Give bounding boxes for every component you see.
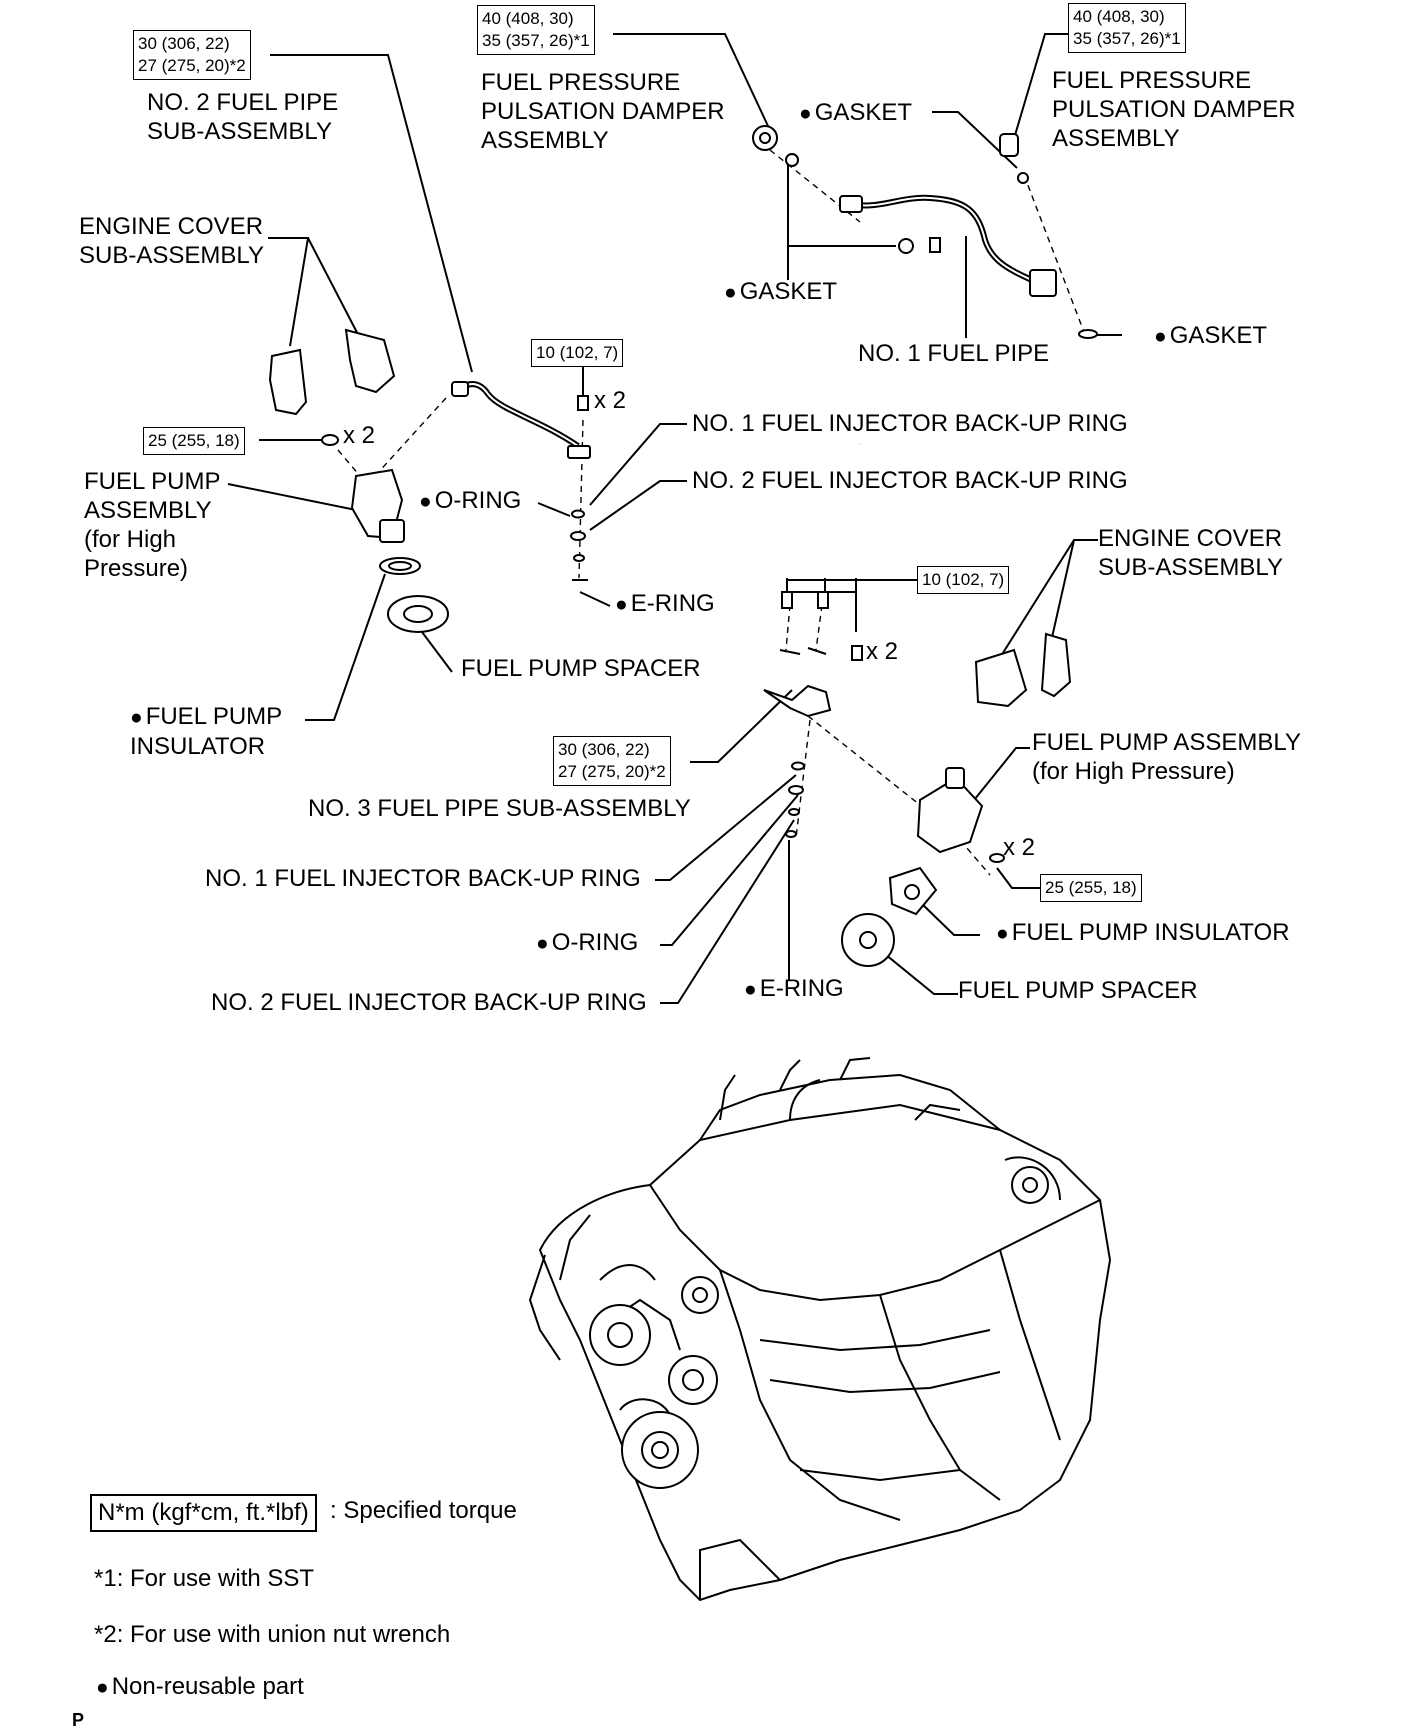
label-no2-backup-ring-bottom: NO. 2 FUEL INJECTOR BACK-UP RING [211, 989, 647, 1016]
fuel-pump-insulator-left-text: FUEL PUMP INSULATOR [130, 703, 283, 760]
label-engine-cover-right: ENGINE COVER SUB-ASSEMBLY [1098, 525, 1283, 581]
label-no2-fuel-pipe: NO. 2 FUEL PIPE SUB-ASSEMBLY [147, 89, 339, 145]
torque-value-2: 35 (357, 26)*1 [1073, 29, 1181, 48]
legend-torque-box: N*m (kgf*cm, ft.*lbf) [90, 1494, 317, 1532]
label-no1-backup-ring-bottom: NO. 1 FUEL INJECTOR BACK-UP RING [205, 865, 641, 892]
o-ring-top-text: O-RING [434, 487, 522, 514]
label-x2-bolt-right: x 2 [866, 638, 899, 665]
label-x2-bolt-top: x 2 [594, 387, 627, 414]
label-gasket-right: GASKET [1154, 321, 1267, 351]
torque-spec-bolt-left: 10 (102, 7) [531, 339, 624, 367]
label-e-ring-top: E-RING [615, 589, 715, 619]
label-engine-cover-left: ENGINE COVER SUB-ASSEMBLY [79, 213, 264, 269]
torque-spec-damper-left: 40 (408, 30) 35 (357, 26)*1 [477, 5, 595, 55]
torque-spec-nut-right: 25 (255, 18) [1040, 874, 1142, 902]
page-code: P [72, 1710, 85, 1730]
label-damper-left: FUEL PRESSURE PULSATION DAMPER ASSEMBLY [481, 69, 725, 154]
label-no1-backup-ring-top: NO. 1 FUEL INJECTOR BACK-UP RING [692, 410, 1128, 437]
label-o-ring-top: O-RING [419, 486, 522, 516]
torque-spec-no2-fuel-pipe: 30 (306, 22) 27 (275, 20)*2 [133, 30, 251, 80]
non-reusable-text: Non-reusable part [111, 1673, 304, 1700]
torque-spec-bolt-right: 10 (102, 7) [917, 566, 1010, 594]
torque-value-1: 40 (408, 30) [1073, 7, 1165, 26]
gasket-mid-text: GASKET [739, 278, 838, 305]
torque-value-2: 27 (275, 20)*2 [558, 762, 666, 781]
label-x2-nut-right: x 2 [1003, 834, 1036, 861]
torque-value-2: 27 (275, 20)*2 [138, 56, 246, 75]
label-fuel-pump-spacer-right: FUEL PUMP SPACER [958, 977, 1198, 1004]
label-damper-right: FUEL PRESSURE PULSATION DAMPER ASSEMBLY [1052, 67, 1296, 152]
fuel-pump-insulator-right-text: FUEL PUMP INSULATOR [1011, 919, 1290, 946]
legend-non-reusable: Non-reusable part [96, 1672, 304, 1703]
label-no3-fuel-pipe: NO. 3 FUEL PIPE SUB-ASSEMBLY [308, 795, 691, 822]
label-fuel-pump-left: FUEL PUMP ASSEMBLY (for High Pressure) [84, 468, 221, 582]
gasket-top-text: GASKET [814, 99, 913, 126]
e-ring-top-text: E-RING [630, 590, 715, 617]
label-gasket-mid: GASKET [724, 277, 837, 307]
torque-spec-no3-fuel-pipe: 30 (306, 22) 27 (275, 20)*2 [553, 736, 671, 786]
legend-note-sst: *1: For use with SST [94, 1565, 315, 1592]
label-gasket-top: GASKET [799, 98, 912, 128]
torque-value-1: 40 (408, 30) [482, 9, 574, 28]
label-fuel-pump-insulator-left: FUEL PUMP INSULATOR [130, 702, 282, 761]
label-fuel-pump-spacer-left: FUEL PUMP SPACER [461, 655, 701, 682]
legend-torque-text: : Specified torque [330, 1497, 517, 1524]
label-no2-backup-ring-top: NO. 2 FUEL INJECTOR BACK-UP RING [692, 467, 1128, 494]
label-x2-nut-left: x 2 [343, 422, 376, 449]
o-ring-bottom-text: O-RING [551, 929, 639, 956]
label-no1-fuel-pipe: NO. 1 FUEL PIPE [858, 340, 1050, 367]
torque-value-1: 30 (306, 22) [558, 740, 650, 759]
label-o-ring-bottom: O-RING [536, 928, 639, 958]
torque-spec-damper-right: 40 (408, 30) 35 (357, 26)*1 [1068, 3, 1186, 53]
torque-value-1: 30 (306, 22) [138, 34, 230, 53]
torque-value-2: 35 (357, 26)*1 [482, 31, 590, 50]
torque-spec-nut-left: 25 (255, 18) [143, 427, 245, 455]
e-ring-bottom-text: E-RING [759, 975, 844, 1002]
gasket-right-text: GASKET [1169, 322, 1268, 349]
label-fuel-pump-right: FUEL PUMP ASSEMBLY (for High Pressure) [1032, 729, 1301, 785]
label-e-ring-bottom: E-RING [744, 974, 844, 1004]
label-fuel-pump-insulator-right: FUEL PUMP INSULATOR [996, 918, 1290, 948]
legend-note-union-nut: *2: For use with union nut wrench [94, 1621, 451, 1648]
